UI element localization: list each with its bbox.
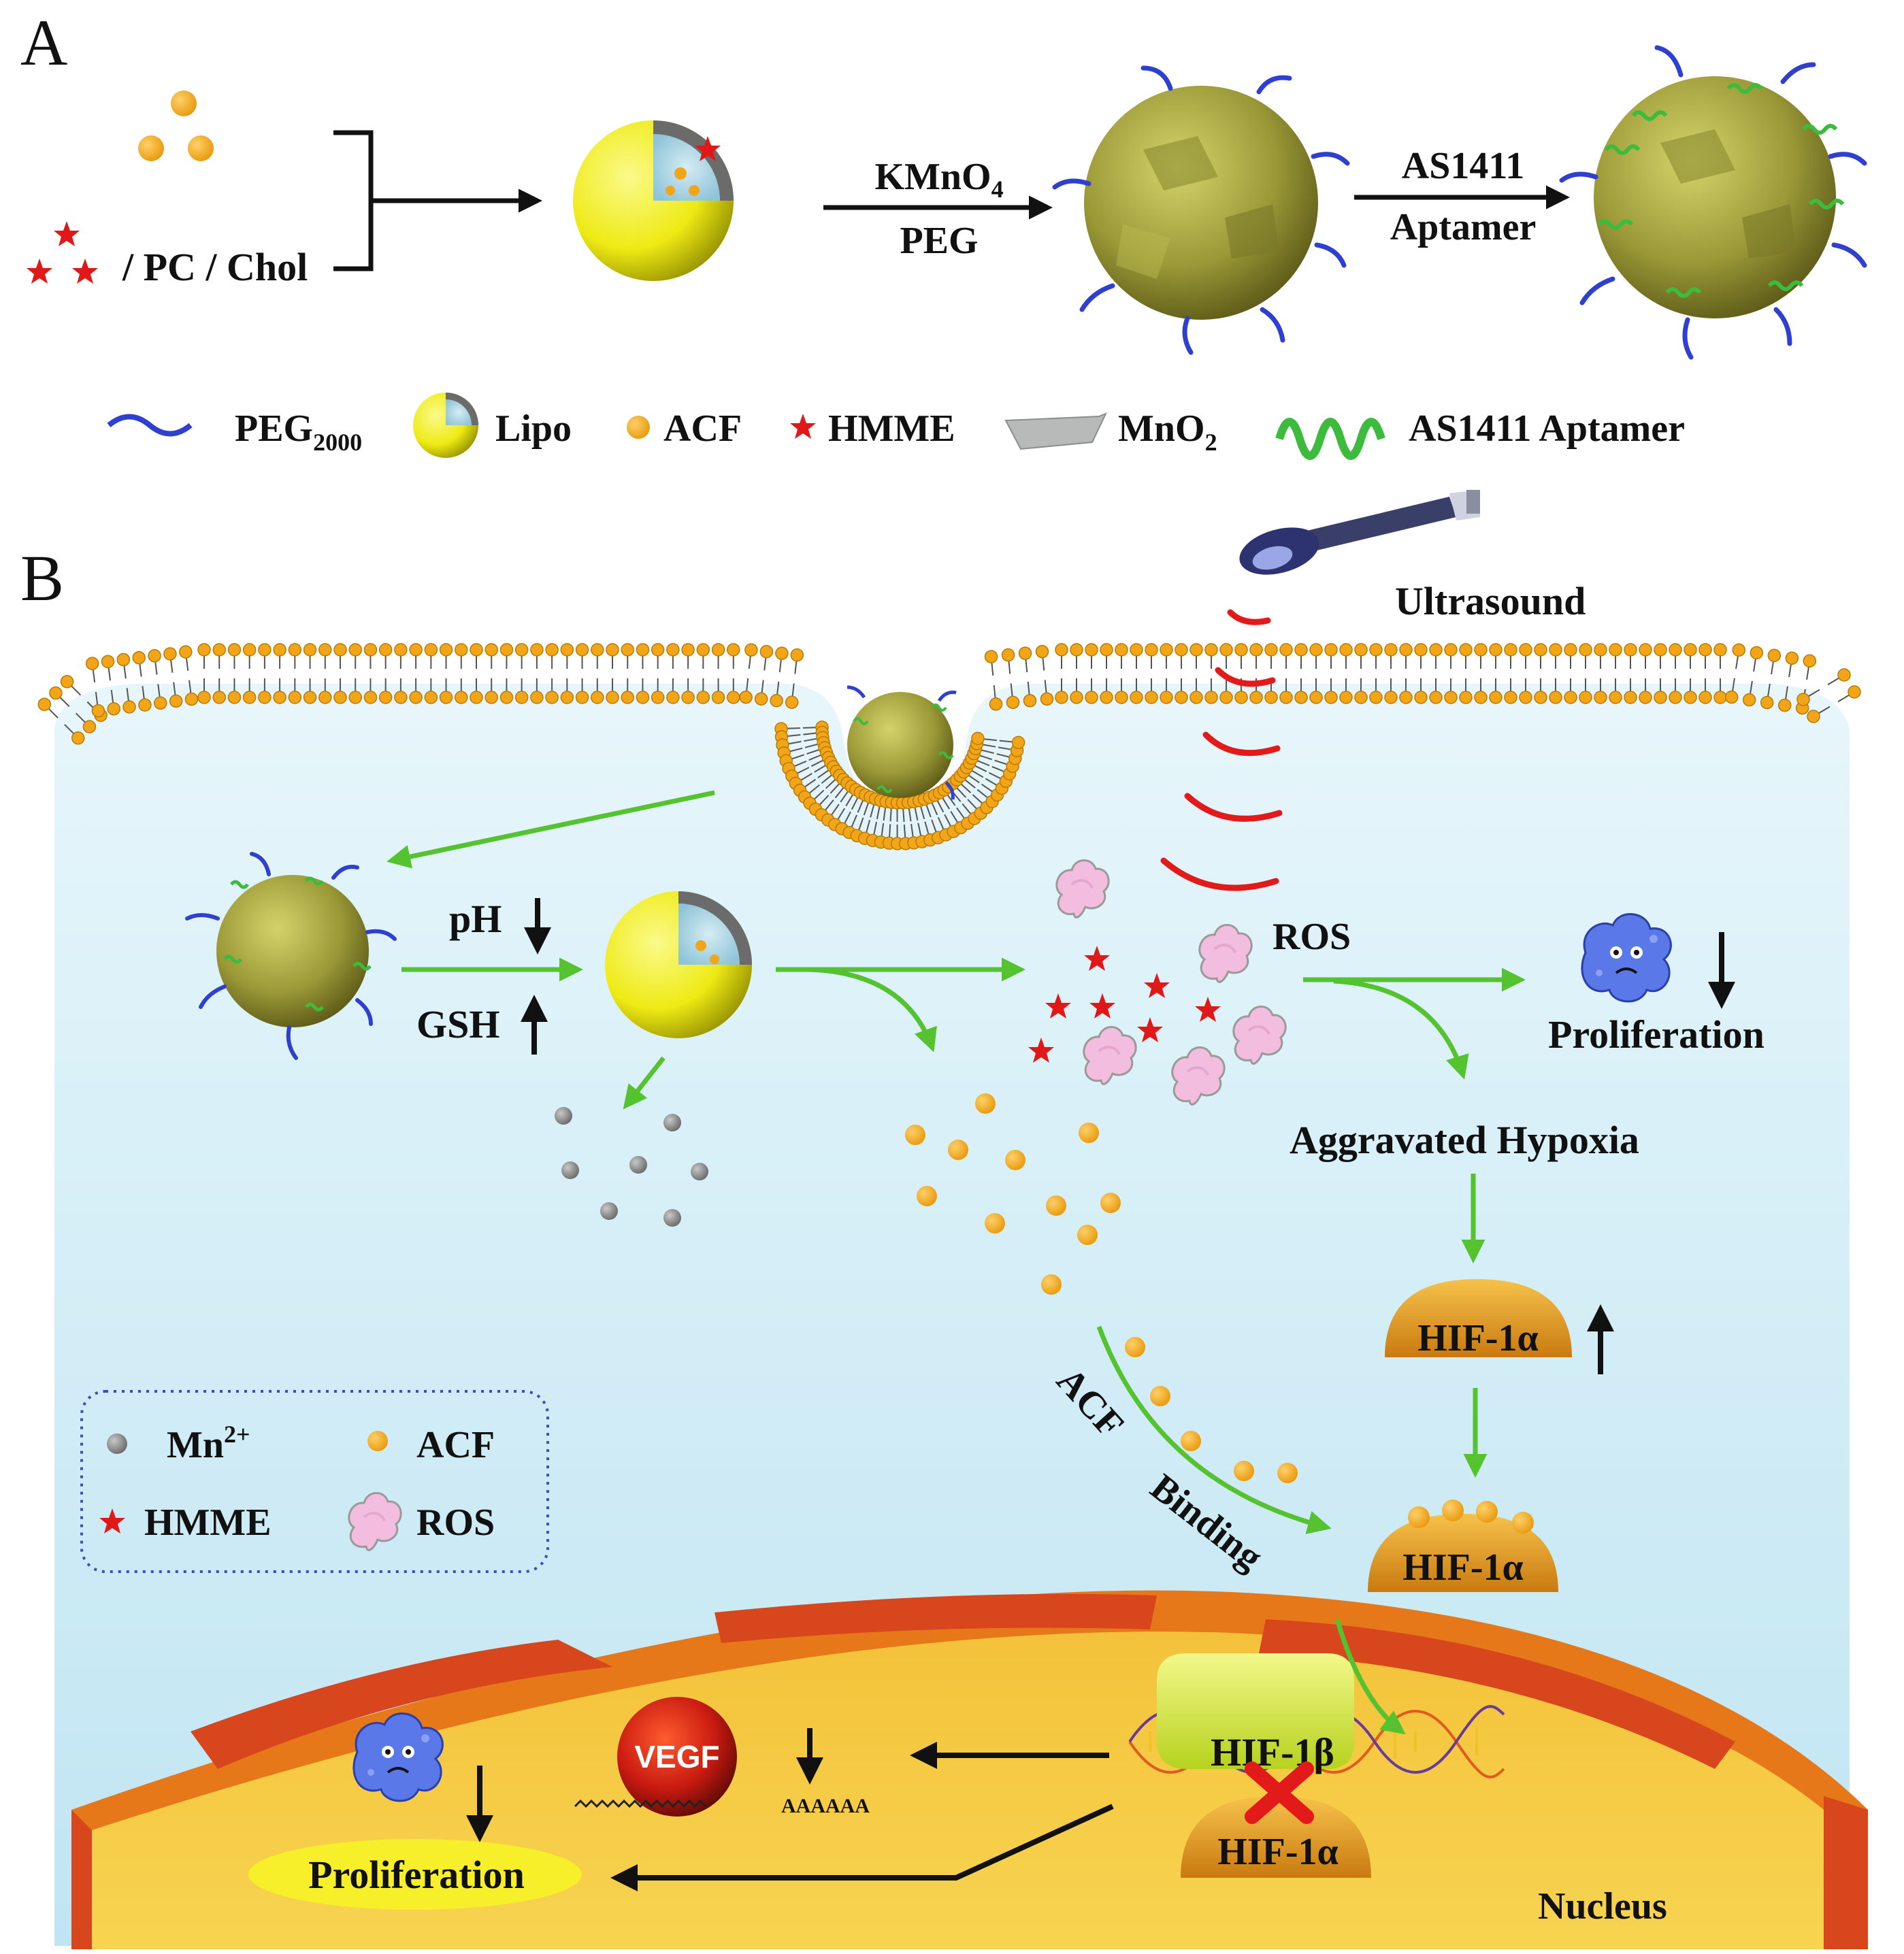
legend-box-hmme: HMME [144, 1502, 272, 1544]
ultrasound-probe-icon [1234, 490, 1480, 582]
hif1b-label: HIF-1β [1211, 1730, 1334, 1774]
legend-box-acf: ACF [416, 1424, 495, 1466]
step2-aptamer-line2: Aptamer [1390, 206, 1537, 248]
aptamer-legend-icon [1279, 422, 1381, 456]
final-nanoparticle [1562, 48, 1865, 357]
bracket-arrow [333, 133, 538, 269]
panel-label-b: B [20, 542, 64, 614]
ph-label: pH [449, 897, 502, 941]
acf-legend-icon [627, 416, 650, 439]
proliferation-bottom-label: Proliferation [308, 1853, 525, 1897]
legend-peg: PEG2000 [235, 408, 362, 456]
mn-legend-icon [107, 1434, 127, 1454]
liposome-cutaway [573, 120, 734, 281]
lipo-legend-icon [413, 393, 478, 458]
acf-dots-reactant [138, 90, 214, 161]
gsh-label: GSH [416, 1002, 500, 1046]
ultrasound-label: Ultrasound [1395, 579, 1586, 623]
mno2-pegylated-particle [1055, 68, 1347, 352]
panel-label-a: A [20, 6, 67, 79]
legend-box-ros: ROS [416, 1502, 495, 1544]
step1-reagent: KMnO4 [874, 156, 1003, 203]
step1-peg: PEG [900, 220, 978, 262]
legend-mno2: MnO2 [1118, 408, 1217, 456]
vegf-label: VEGF [634, 1739, 719, 1774]
legend-aptamer: AS1411 Aptamer [1409, 408, 1685, 450]
proliferation-top-label: Proliferation [1548, 1012, 1765, 1057]
hmme-legend-icon [790, 414, 816, 439]
legend-hmme: HMME [828, 408, 955, 450]
nucleus-label: Nucleus [1538, 1885, 1667, 1927]
legend-row: PEG2000 Lipo ACF HMME MnO2 AS1411 Aptame… [109, 393, 1685, 458]
hif1a-dna-label: HIF-1α [1217, 1831, 1338, 1873]
hif1a-upper-label: HIF-1α [1417, 1317, 1538, 1359]
components-label: / PC / Chol [122, 245, 308, 289]
polya-label: AAAAAA [781, 1795, 870, 1817]
hif1a-bound-label: HIF-1α [1402, 1546, 1523, 1589]
ros-label: ROS [1273, 916, 1351, 958]
acf-box-legend-icon [367, 1431, 388, 1451]
hypoxia-label: Aggravated Hypoxia [1290, 1118, 1639, 1162]
hmme-stars-reactant [27, 221, 98, 284]
mno2-legend-icon [1006, 414, 1106, 449]
step2-aptamer: AS1411 [1402, 145, 1525, 187]
legend-acf: ACF [663, 408, 742, 450]
released-liposome [605, 891, 752, 1038]
legend-lipo: Lipo [495, 408, 572, 450]
endocytosed-particle [847, 687, 956, 799]
peg-legend-icon [109, 417, 191, 434]
